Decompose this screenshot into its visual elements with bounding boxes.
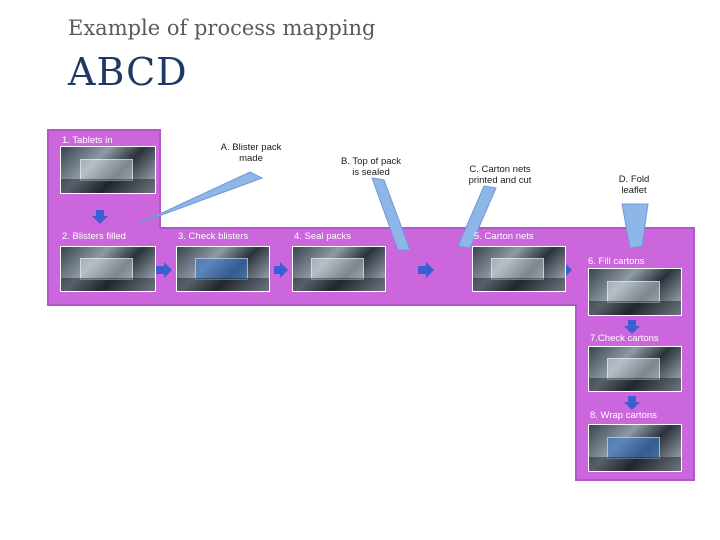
band-shape — [47, 129, 695, 481]
callout-a: A. Blister pack made — [220, 142, 282, 164]
flow-arrow-1-2 — [92, 210, 108, 224]
callout-arrow-c — [457, 185, 497, 249]
step-photo-4 — [292, 246, 386, 292]
step-photo-3 — [176, 246, 270, 292]
step-photo-2 — [60, 246, 156, 292]
step-label-4: 4. Seal packs — [294, 231, 352, 242]
step-photo-5 — [472, 246, 566, 292]
step-photo-7 — [588, 346, 682, 392]
callout-arrow-d — [621, 203, 649, 249]
step-label-7: 7.Check cartons — [590, 333, 659, 344]
slide-subtitle: Example of process mapping — [68, 16, 376, 40]
callout-d: D. Fold leaflet — [618, 174, 650, 196]
slide-title: ABCD — [68, 50, 188, 94]
callout-c: C. Carton nets printed and cut — [468, 164, 532, 186]
step-label-5: 5. Carton nets — [474, 231, 534, 242]
step-photo-1 — [60, 146, 156, 194]
step-label-8: 8. Wrap cartons — [590, 410, 657, 421]
step-photo-6 — [588, 268, 682, 316]
callout-arrow-a — [137, 171, 264, 225]
flow-arrow-2-3 — [156, 262, 172, 278]
flow-arrow-3-4 — [274, 262, 288, 278]
step-photo-8 — [588, 424, 682, 472]
step-label-2: 2. Blisters filled — [62, 231, 126, 242]
step-label-3: 3. Check blisters — [178, 231, 249, 242]
callout-b: B. Top of pack is sealed — [340, 156, 402, 178]
flow-arrow-6-7 — [624, 320, 640, 334]
step-label-1: 1. Tablets in — [62, 135, 113, 146]
callout-arrow-b — [371, 177, 411, 251]
step-label-6: 6. Fill cartons — [588, 256, 645, 267]
flow-arrow-7-8 — [624, 396, 640, 410]
flow-arrow-4-5 — [418, 262, 434, 278]
